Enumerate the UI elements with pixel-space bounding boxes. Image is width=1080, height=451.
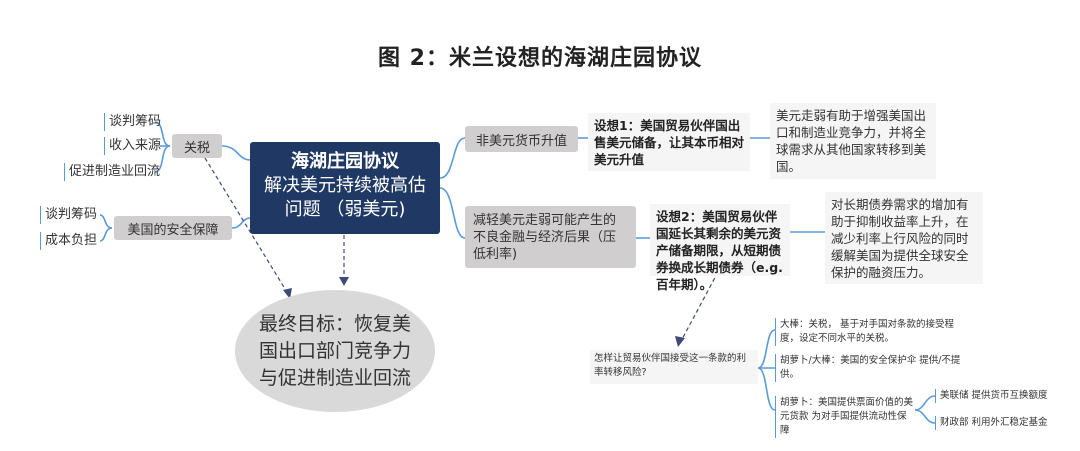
dash-tariff-goal [204, 157, 291, 298]
option-carrot: 胡萝卜：美国提供票面价值的美元货款 为对手国提供流动性保障 [775, 396, 915, 438]
tariff-node: 关税 [172, 134, 222, 158]
link-opt3-sub2 [914, 409, 936, 424]
link-q-opt1 [757, 329, 776, 369]
link-security-2 [99, 227, 113, 242]
security-item-1: 谈判筹码 [40, 206, 97, 224]
tariff-item-1: 谈判筹码 [104, 113, 161, 131]
branch2-node: 减轻美元走弱可能产生的不良金融与经济后果（压低利率) [465, 206, 636, 268]
branch1-node: 非美元货币升值 [465, 126, 578, 152]
central-topic: 海湖庄园协议 解决美元持续被高估问题 （弱美元) [250, 142, 440, 234]
tariff-item-2: 收入来源 [104, 137, 161, 155]
link-opt3-sub1 [914, 395, 936, 411]
sub-option-treasury: 财政部 利用外汇稳定基金 [935, 416, 1048, 430]
arrow-hyp2-question [675, 336, 685, 347]
tariff-item-3: 促进制造业回流 [64, 163, 160, 181]
central-topic-title: 海湖庄园协议 [291, 151, 399, 172]
security-item-2: 成本负担 [40, 232, 97, 250]
option-carrot-stick: 胡萝卜/大棒：美国的安全保护伞 提供/不提供。 [775, 354, 965, 382]
link-q-opt3 [757, 367, 776, 411]
central-topic-subtitle: 解决美元持续被高估问题 （弱美元) [264, 175, 426, 220]
option-stick: 大棒：关税， 基于对手国对条款的接受程度，设定不同水平的关税。 [775, 318, 965, 346]
link-security-1 [99, 214, 113, 229]
link-tariff-3 [154, 145, 171, 173]
description2: 对长期债券需求的增加有助于抑制收益率上升，在减少利率上行风险的同时缓解美国为提供… [825, 192, 983, 284]
security-node: 美国的安全保障 [114, 216, 232, 240]
page-title: 图 2：米兰设想的海湖庄园协议 [378, 46, 702, 71]
hypothesis2: 设想2：美国贸易伙伴国延长其剩余的美元资产储备期限，从短期债券换成长期债券（e.… [650, 204, 790, 292]
question-node: 怎样让贸易伙伴国接受这一条款的利率转移风险? [590, 350, 758, 384]
hypothesis1: 设想1：美国贸易伙伴国出售美元储备，让其本币相对美元升值 [588, 113, 750, 171]
description1: 美元走弱有助于增强美国出口和制造业竞争力，并将全球需求从其他国家转移到美国。 [770, 103, 936, 179]
link-tariff-center [221, 145, 251, 161]
final-goal: 最终目标：恢复美国出口部门竞争力与促进制造业回流 [235, 290, 435, 412]
sub-option-fed: 美联储 提供货币互换额度 [935, 389, 1048, 403]
arrow-center-goal [339, 277, 349, 286]
link-center-branch1 [439, 137, 466, 179]
final-goal-text: 最终目标：恢复美国出口部门竞争力与促进制造业回流 [258, 312, 411, 389]
link-security-center [231, 217, 251, 229]
link-center-branch2 [439, 187, 466, 239]
